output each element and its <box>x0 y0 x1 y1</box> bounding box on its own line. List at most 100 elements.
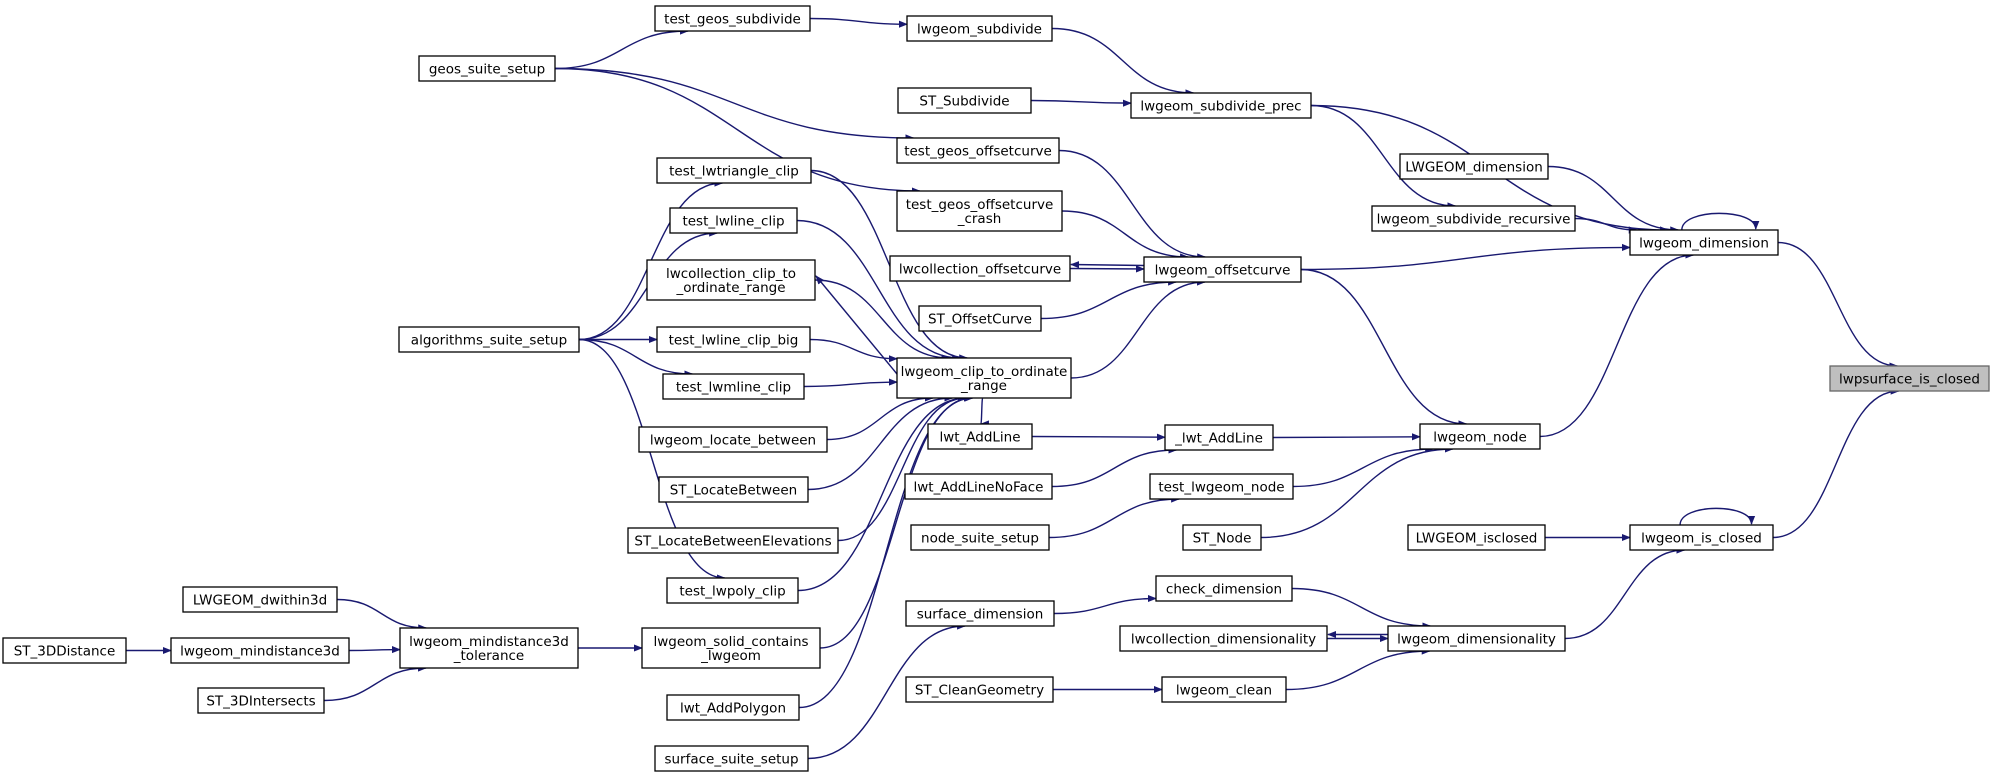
node-lwgeom-locate-between[interactable]: lwgeom_locate_between <box>638 426 828 453</box>
node-box <box>627 527 839 554</box>
node-label: ST_Subdivide <box>919 94 1009 110</box>
node-lwt-addline[interactable]: lwt_AddLine <box>927 423 1033 450</box>
node-lwgeom-dimensionality[interactable]: lwgeom_dimensionality <box>1387 625 1566 652</box>
node-label: ST_LocateBetween <box>670 483 797 499</box>
node-surface-suite-setup[interactable]: surface_suite_setup <box>654 745 809 772</box>
node-label: lwgeom_clean <box>1176 683 1272 699</box>
node-test-geos-offsetcurve[interactable]: test_geos_offsetcurve <box>896 137 1060 164</box>
node-label: ST_OffsetCurve <box>928 312 1032 328</box>
edge-surface-suite-setup-to-surface-dimension <box>807 622 967 760</box>
node-st-locatebetween[interactable]: ST_LocateBetween <box>658 476 809 503</box>
node-box <box>666 577 799 604</box>
node-test-geos-subdivide[interactable]: test_geos_subdivide <box>654 5 811 32</box>
node-lwpsurface-is-closed[interactable]: lwpsurface_is_closed <box>1829 365 1990 392</box>
nodes: lwpsurface_is_closedlwgeom_dimensionlwge… <box>2 5 1990 772</box>
node-box <box>1387 625 1566 652</box>
edge-lwgeom-clean-to-lwgeom-dimensionality <box>1285 647 1431 691</box>
node-surface-dimension[interactable]: surface_dimension <box>905 600 1055 627</box>
node-lwgeom-subdivide-recursive[interactable]: lwgeom_subdivide_recursive <box>1371 205 1576 232</box>
node-node-suite-setup[interactable]: node_suite_setup <box>910 524 1050 551</box>
node-lwgeom-clean[interactable]: lwgeom_clean <box>1161 676 1287 703</box>
node-st-offsetcurve[interactable]: ST_OffsetCurve <box>918 305 1042 332</box>
node-lwgeom-subdivide[interactable]: lwgeom_subdivide <box>906 15 1053 42</box>
node-lwgeom-offsetcurve[interactable]: lwgeom_offsetcurve <box>1143 256 1302 283</box>
node-test-lwpoly-clip[interactable]: test_lwpoly_clip <box>666 577 799 604</box>
edge-lwgeom-offsetcurve-to-lwgeom-dimension <box>1300 243 1631 271</box>
node-lwgeom-mindistance3d-tolerance[interactable]: lwgeom_mindistance3d_tolerance <box>399 627 579 669</box>
edge-lwgeom-dimensionality-to-lwgeom-is-closed <box>1564 546 1686 640</box>
node-lwgeom-clip-to-ordinate-range[interactable]: lwgeom_clip_to_ordinate_range <box>896 357 1072 399</box>
node-label: test_lwpoly_clip <box>679 584 785 600</box>
node-label: LWGEOM_dwithin3d <box>193 593 327 609</box>
edge-test-geos-offsetcurve-crash-to-lwgeom-offsetcurve <box>1061 210 1190 261</box>
node-lwt-addline[interactable]: _lwt_AddLine <box>1164 424 1274 451</box>
node-label: lwgeom_locate_between <box>650 433 816 449</box>
node-test-geos-offsetcurve-crash[interactable]: test_geos_offsetcurve_crash <box>896 190 1063 232</box>
node-lwgeom-mindistance3d[interactable]: lwgeom_mindistance3d <box>170 637 350 664</box>
node-lwcollection-clip-to-ordinate-range[interactable]: lwcollection_clip_to_ordinate_range <box>646 259 816 301</box>
node-box <box>658 476 809 503</box>
node-box <box>1149 473 1294 500</box>
node-st-locatebetweenelevations[interactable]: ST_LocateBetweenElevations <box>627 527 839 554</box>
node-st-cleangeometry[interactable]: ST_CleanGeometry <box>905 676 1054 703</box>
node-lwt-addpolygon[interactable]: lwt_AddPolygon <box>666 694 800 721</box>
edge-lwgeom-mindistance3d-to-lwgeom-mindistance3d-tolerance <box>348 645 401 654</box>
edge-geos-suite-setup-to-test-geos-subdivide <box>554 27 690 70</box>
edge-surface-dimension-to-check-dimension <box>1053 594 1157 615</box>
edge-node-suite-setup-to-test-lwgeom-node <box>1048 495 1181 539</box>
node-test-lwline-clip[interactable]: test_lwline_clip <box>669 207 798 234</box>
node-label: lwgeom_subdivide_recursive <box>1377 212 1571 228</box>
node-geos-suite-setup[interactable]: geos_suite_setup <box>418 55 556 82</box>
node-lwgeom-dimension[interactable]: LWGEOM_dimension <box>1399 153 1549 180</box>
node-box <box>1371 205 1576 232</box>
node-lwgeom-solid-contains-lwgeom[interactable]: lwgeom_solid_contains_lwgeom <box>641 627 821 669</box>
node-box <box>1629 524 1774 551</box>
node-box <box>1143 256 1302 283</box>
node-st-3ddistance[interactable]: ST_3DDistance <box>2 637 127 664</box>
edge-geos-suite-setup-to-test-geos-offsetcurve <box>554 67 915 142</box>
node-label: surface_suite_setup <box>664 752 798 768</box>
node-box <box>398 326 580 353</box>
node-lwt-addlinenoface[interactable]: lwt_AddLineNoFace <box>904 473 1053 500</box>
edge-st-locatebetweenelevations-to-lwgeom-clip-to-ordinate-range <box>837 394 967 542</box>
node-box <box>1629 229 1779 256</box>
edge-test-lwline-clip-big-to-lwgeom-clip-to-ordinate-range <box>809 338 898 363</box>
node-test-lwline-clip-big[interactable]: test_lwline_clip_big <box>656 326 811 353</box>
node-test-lwtriangle-clip[interactable]: test_lwtriangle_clip <box>656 157 812 184</box>
node-check-dimension[interactable]: check_dimension <box>1155 575 1293 602</box>
node-box <box>197 687 325 714</box>
node-lwgeom-is-closed[interactable]: lwgeom_is_closed <box>1629 524 1774 551</box>
node-algorithms-suite-setup[interactable]: algorithms_suite_setup <box>398 326 580 353</box>
node-label: _lwt_AddLine <box>1174 431 1263 447</box>
edge-lwgeom-dimension-to-lwpsurface-is-closed <box>1777 241 1899 370</box>
node-lwgeom-subdivide-prec[interactable]: lwgeom_subdivide_prec <box>1130 92 1312 119</box>
node-label: ST_CleanGeometry <box>915 683 1044 699</box>
edge-lwgeom-offsetcurve-to-lwcollection-offsetcurve <box>1070 261 1145 269</box>
edge-test-lwgeom-node-to-lwgeom-node <box>1292 445 1435 488</box>
edge-lwt-addpolygon-to-lwgeom-clip-to-ordinate-range <box>798 394 974 709</box>
node-lwgeom-isclosed[interactable]: LWGEOM_isclosed <box>1407 524 1546 551</box>
node-test-lwmline-clip[interactable]: test_lwmline_clip <box>662 373 805 400</box>
node-st-subdivide[interactable]: ST_Subdivide <box>897 87 1032 114</box>
node-label: lwgeom_mindistance3d <box>180 644 340 660</box>
edge-lwt-addline-to-lwt-addline <box>1031 433 1166 441</box>
node-lwgeom-node[interactable]: lwgeom_node <box>1419 423 1541 450</box>
edge-lwgeom-clip-to-ordinate-range-to-lwt-addline <box>979 397 990 428</box>
node-lwcollection-offsetcurve[interactable]: lwcollection_offsetcurve <box>889 255 1071 282</box>
node-box <box>1182 524 1262 551</box>
node-st-node[interactable]: ST_Node <box>1182 524 1262 551</box>
node-label: lwcollection_offsetcurve <box>899 262 1061 278</box>
node-box <box>641 627 821 669</box>
node-box <box>927 423 1033 450</box>
node-label: lwgeom_node <box>1433 430 1527 446</box>
node-box <box>182 586 338 613</box>
node-st-3dintersects[interactable]: ST_3DIntersects <box>197 687 325 714</box>
node-test-lwgeom-node[interactable]: test_lwgeom_node <box>1149 473 1294 500</box>
edge-lwcollection-clip-to-ordinate-range-to-lwgeom-clip-to-ordinate-range <box>814 279 951 362</box>
node-lwgeom-dimension[interactable]: lwgeom_dimension <box>1629 229 1779 256</box>
node-box <box>170 637 350 664</box>
node-lwcollection-dimensionality[interactable]: lwcollection_dimensionality <box>1119 625 1328 652</box>
edge-st-locatebetween-to-lwgeom-clip-to-ordinate-range <box>807 394 954 491</box>
node-lwgeom-dwithin3d[interactable]: LWGEOM_dwithin3d <box>182 586 338 613</box>
